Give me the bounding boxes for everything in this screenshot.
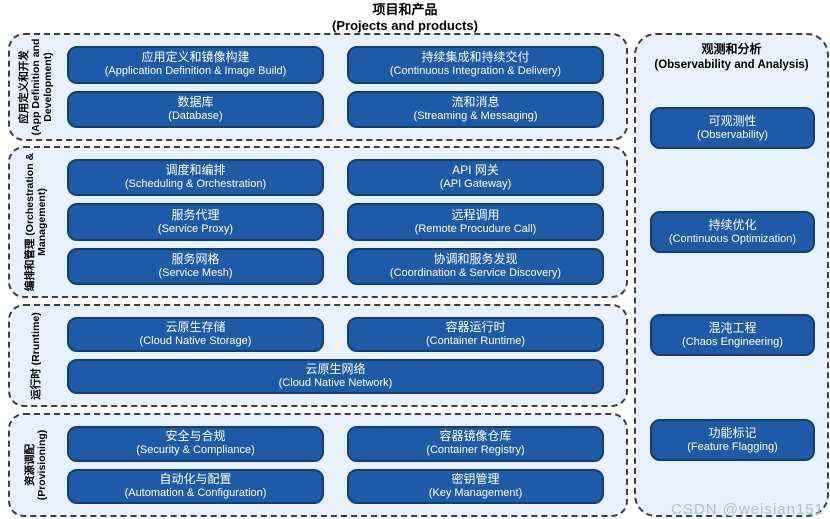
box-label-zh: 安全与合规 (165, 429, 226, 444)
box-row: 自动化与配置 (Automation & Configuration) 密钥管理… (67, 468, 604, 504)
box-label-en: (API Gateway) (439, 178, 512, 191)
box-label-zh: 持续集成和持续交付 (421, 50, 530, 65)
box-label-en: (Application Definition & Image Build) (104, 65, 287, 78)
box-continuous-optimization: 持续优化 (Continuous Optimization) (650, 211, 815, 253)
box-row: 云原生网络 (Cloud Native Network) (67, 359, 604, 394)
box-application-definition-image-build: 应用定义和镜像构建 (Application Definition & Imag… (67, 46, 324, 84)
box-label-en: (Security & Compliance) (136, 444, 255, 457)
box-coordination-service-discovery: 协调和服务发现 (Coordination & Service Discover… (347, 247, 604, 285)
box-label-en: (Continuous Integration & Delivery) (389, 65, 562, 78)
box-label-en: (Automation & Configuration) (124, 486, 267, 499)
box-label-zh: 远程调用 (451, 207, 500, 222)
box-remote-procedure-call: 远程调用 (Remote Procudure Call) (347, 203, 604, 241)
box-key-management: 密钥管理 (Key Management) (347, 468, 604, 504)
box-label-zh: 调度和编排 (165, 163, 226, 178)
box-database: 数据库 (Database) (67, 90, 324, 128)
box-streaming-messaging: 流和消息 (Streaming & Messaging) (347, 90, 604, 128)
section-orchestration-label: 编排和管理 (Orchestration & Management) (24, 152, 48, 292)
box-label-zh: 密钥管理 (451, 471, 500, 486)
box-scheduling-orchestration: 调度和编排 (Scheduling & Orchestration) (67, 159, 324, 197)
box-label-en: (Continuous Optimization) (668, 232, 797, 245)
section-label-zh: 资源调配 (23, 444, 36, 486)
box-label-en: (Streaming & Messaging) (413, 109, 538, 122)
section-label-zh: 运行时 (29, 367, 42, 400)
watermark: CSDN @weisian151 (671, 501, 824, 518)
section-app-definition: 应用定义和开发 (App Definition and Development)… (8, 33, 628, 141)
section-label-zh: 编排和管理 (23, 238, 36, 292)
box-row: 调度和编排 (Scheduling & Orchestration) API 网… (67, 159, 604, 197)
section-provisioning-boxes: 安全与合规 (Security & Compliance) 容器镜像仓库 (Co… (67, 426, 604, 504)
box-label-zh: 协调和服务发现 (433, 251, 518, 266)
panel-title-zh: 观测和分析 (701, 42, 762, 56)
section-runtime-label: 运行时 (Rruntime) (30, 308, 42, 403)
box-label-zh: 云原生存储 (165, 320, 226, 335)
page-title: 项目和产品 (Projects and products) (0, 2, 810, 35)
box-label-zh: 自动化与配置 (159, 471, 232, 486)
box-row: 云原生存储 (Cloud Native Storage) 容器运行时 (Cont… (67, 317, 604, 352)
box-label-zh: 流和消息 (451, 94, 500, 109)
box-row: 服务网格 (Service Mesh) 协调和服务发现 (Coordinatio… (67, 247, 604, 285)
box-row: 应用定义和镜像构建 (Application Definition & Imag… (67, 46, 604, 84)
panel-title-en: (Observability and Analysis) (654, 58, 809, 71)
box-label-zh: 数据库 (177, 94, 214, 109)
section-orchestration-boxes: 调度和编排 (Scheduling & Orchestration) API 网… (67, 159, 604, 285)
box-row: 数据库 (Database) 流和消息 (Streaming & Messagi… (67, 90, 604, 128)
box-chaos-engineering: 混沌工程 (Chaos Engineering) (650, 314, 815, 356)
box-label-en: (Service Mesh) (158, 266, 233, 279)
box-security-compliance: 安全与合规 (Security & Compliance) (67, 426, 324, 462)
section-provisioning-label: 资源调配 (Provisioning) (24, 417, 48, 513)
box-automation-configuration: 自动化与配置 (Automation & Configuration) (67, 468, 324, 504)
box-label-zh: 云原生网络 (305, 362, 366, 377)
box-label-zh: 应用定义和镜像构建 (141, 50, 250, 65)
section-label-en: (Provisioning) (36, 429, 48, 501)
box-label-zh: 可观测性 (708, 113, 757, 128)
section-label-en: (Rruntime) (29, 311, 42, 365)
box-label-en: (Service Proxy) (157, 222, 234, 235)
page-title-en: (Projects and products) (332, 18, 478, 34)
box-label-zh: 服务代理 (171, 207, 220, 222)
section-orchestration: 编排和管理 (Orchestration & Management) 调度和编排… (8, 146, 628, 298)
box-service-proxy: 服务代理 (Service Proxy) (67, 203, 324, 241)
box-label-en: (Container Registry) (426, 444, 525, 457)
box-label-zh: 混沌工程 (708, 320, 757, 335)
box-api-gateway: API 网关 (API Gateway) (347, 159, 604, 197)
page-title-zh: 项目和产品 (372, 2, 438, 17)
section-app-definition-label: 应用定义和开发 (App Definition and Development) (18, 37, 54, 137)
panel-observability-title: 观测和分析 (Observability and Analysis) (636, 42, 827, 73)
section-provisioning: 资源调配 (Provisioning) 安全与合规 (Security & Co… (8, 413, 628, 517)
box-label-en: (Observability) (697, 128, 768, 141)
box-label-zh: API 网关 (452, 163, 499, 178)
box-label-zh: 持续优化 (708, 217, 757, 232)
box-label-en: (Scheduling & Orchestration) (124, 178, 267, 191)
box-container-runtime: 容器运行时 (Container Runtime) (347, 317, 604, 352)
box-label-en: (Key Management) (428, 486, 523, 499)
box-label-en: (Cloud Native Storage) (139, 335, 252, 348)
box-label-en: (Database) (168, 109, 223, 122)
box-label-en: (Container Runtime) (425, 335, 526, 348)
box-row: 安全与合规 (Security & Compliance) 容器镜像仓库 (Co… (67, 426, 604, 462)
box-label-en: (Coordination & Service Discovery) (389, 266, 562, 279)
box-row: 服务代理 (Service Proxy) 远程调用 (Remote Procud… (67, 203, 604, 241)
panel-observability-analysis: 观测和分析 (Observability and Analysis) 可观测性 … (634, 33, 829, 517)
section-app-definition-boxes: 应用定义和镜像构建 (Application Definition & Imag… (67, 46, 604, 128)
box-label-en: (Cloud Native Network) (278, 377, 393, 390)
box-cloud-native-storage: 云原生存储 (Cloud Native Storage) (67, 317, 324, 352)
box-feature-flagging: 功能标记 (Feature Flagging) (650, 419, 815, 461)
box-cloud-native-network: 云原生网络 (Cloud Native Network) (67, 359, 604, 394)
box-service-mesh: 服务网格 (Service Mesh) (67, 247, 324, 285)
box-label-en: (Chaos Engineering) (682, 335, 783, 348)
box-continuous-integration-delivery: 持续集成和持续交付 (Continuous Integration & Deli… (347, 46, 604, 84)
section-label-zh: 应用定义和开发 (17, 50, 30, 124)
box-container-registry: 容器镜像仓库 (Container Registry) (347, 426, 604, 462)
box-label-en: (Feature Flagging) (687, 440, 778, 453)
box-observability: 可观测性 (Observability) (650, 107, 815, 149)
box-label-zh: 容器镜像仓库 (439, 429, 512, 444)
section-runtime: 运行时 (Rruntime) 云原生存储 (Cloud Native Stora… (8, 304, 628, 407)
box-label-en: (Remote Procudure Call) (414, 222, 537, 235)
box-label-zh: 功能标记 (708, 425, 757, 440)
section-label-en: (App Definition and Development) (29, 38, 55, 136)
section-runtime-boxes: 云原生存储 (Cloud Native Storage) 容器运行时 (Cont… (67, 317, 604, 394)
box-label-zh: 容器运行时 (445, 320, 506, 335)
box-label-zh: 服务网格 (171, 251, 220, 266)
